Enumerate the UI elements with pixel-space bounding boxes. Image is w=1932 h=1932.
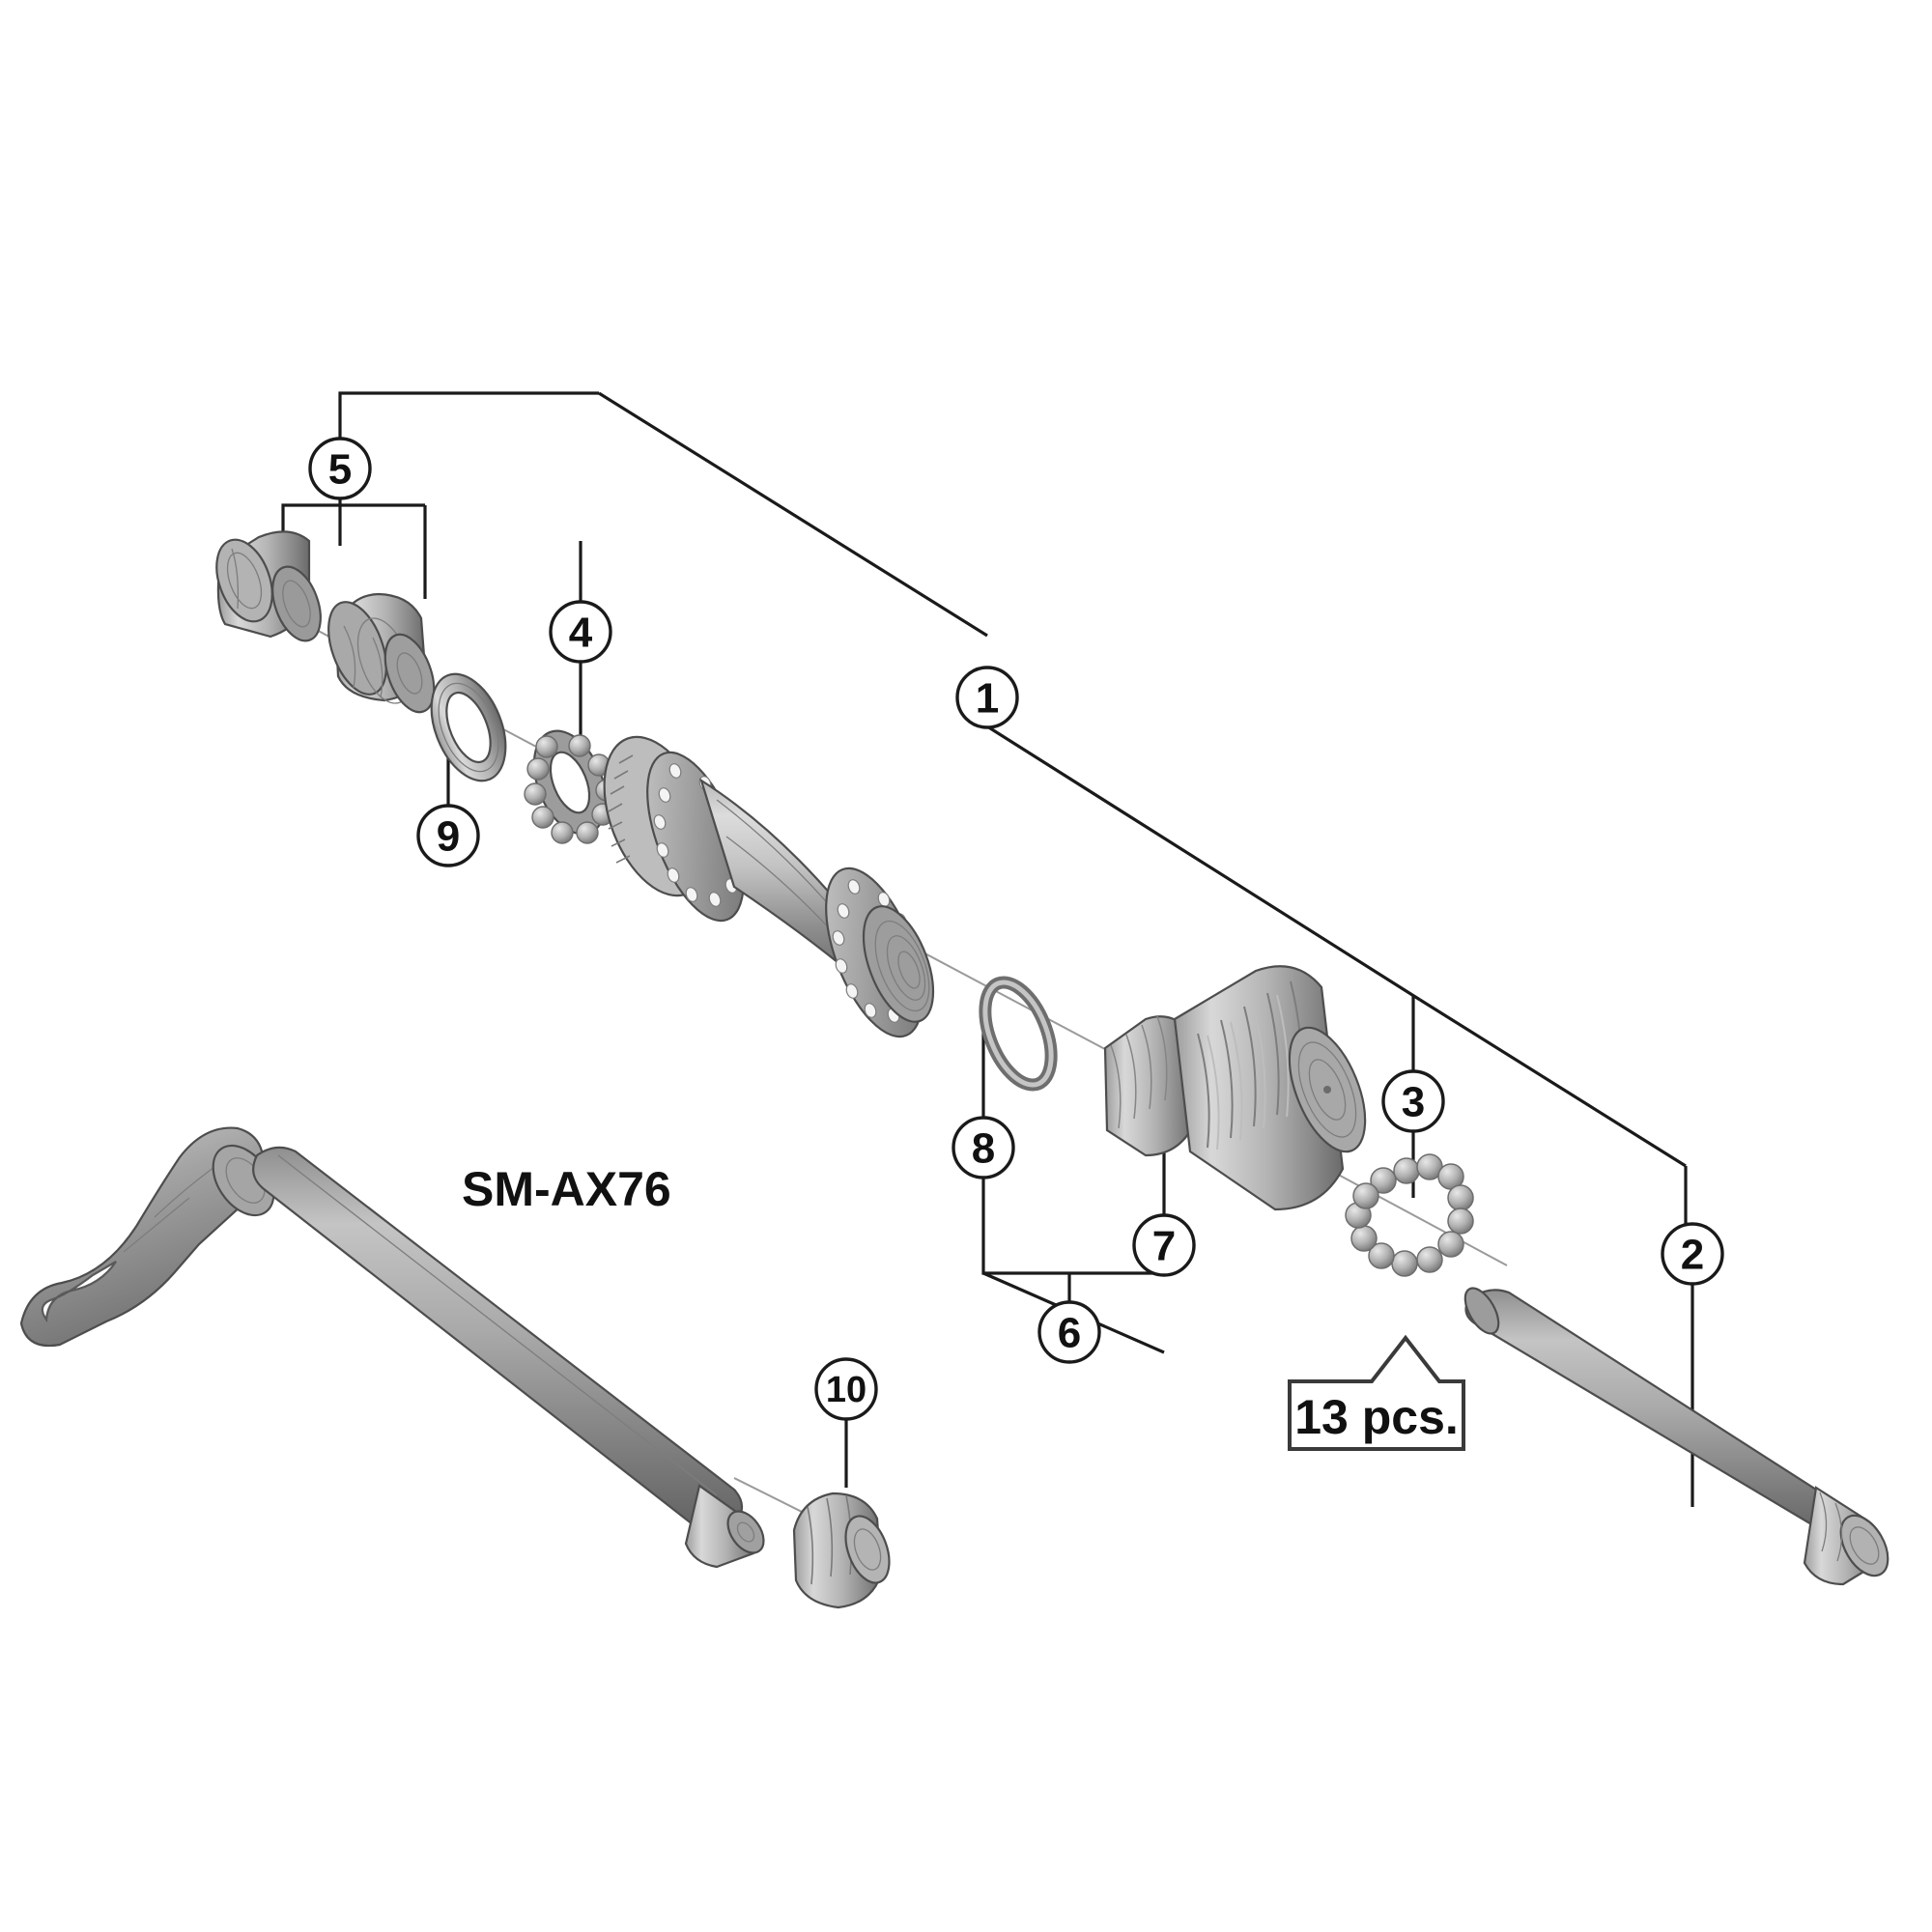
callout-2-number: 2 — [1681, 1232, 1704, 1279]
hub-axle-shaft — [1463, 1287, 1889, 1586]
axle-end-nut — [792, 1492, 891, 1609]
callout-4[interactable]: 4 — [549, 600, 612, 664]
product-model-label: SM-AX76 — [462, 1162, 671, 1216]
cone-dust-cap — [327, 592, 436, 714]
callout-6-number: 6 — [1058, 1310, 1081, 1357]
callout-5-number: 5 — [328, 446, 352, 494]
callout-9-number: 9 — [437, 813, 460, 861]
seal-ring — [430, 672, 507, 782]
callout-1-number: 1 — [976, 675, 999, 723]
callout-10-circle[interactable] — [814, 1357, 878, 1421]
hub-shell-body — [603, 735, 935, 1038]
ball-retainer-left — [524, 729, 618, 844]
thru-axle-skewer-lever — [19, 1126, 765, 1569]
callout-4-number: 4 — [569, 610, 593, 657]
callout-6-circle[interactable] — [1037, 1300, 1101, 1364]
pieces-count-badge: 13 pcs. — [1288, 1334, 1465, 1451]
callout-8-number: 8 — [972, 1125, 995, 1173]
callout-8-circle[interactable] — [952, 1116, 1015, 1179]
callout-2-circle[interactable] — [1661, 1222, 1724, 1286]
callout-9-circle[interactable] — [416, 804, 480, 867]
callout-1[interactable]: 1 — [955, 666, 1019, 729]
callout-7-circle[interactable] — [1132, 1213, 1196, 1277]
callout-balloons: 1 2 3 4 5 6 7 8 — [308, 437, 1724, 1421]
callout-5-circle[interactable] — [308, 437, 372, 500]
pieces-count-label: 13 pcs. — [1294, 1390, 1459, 1444]
callout-4-circle[interactable] — [549, 600, 612, 664]
callout-5[interactable]: 5 — [308, 437, 372, 500]
freehub-body — [1103, 965, 1367, 1211]
callout-1-circle[interactable] — [955, 666, 1019, 729]
callout-6[interactable]: 6 — [1037, 1300, 1101, 1364]
callout-9[interactable]: 9 — [416, 804, 480, 867]
callout-2[interactable]: 2 — [1661, 1222, 1724, 1286]
callout-7-number: 7 — [1152, 1223, 1176, 1270]
callout-3-number: 3 — [1402, 1079, 1425, 1126]
callout-7[interactable]: 7 — [1132, 1213, 1196, 1277]
loose-ball-bearings — [1345, 1153, 1474, 1277]
spacer-sleeve — [215, 530, 322, 642]
callout-8[interactable]: 8 — [952, 1116, 1015, 1179]
callout-3[interactable]: 3 — [1381, 1069, 1445, 1133]
o-ring — [979, 976, 1058, 1092]
callout-10-number: 10 — [826, 1370, 867, 1410]
callout-10[interactable]: 10 — [814, 1357, 878, 1421]
callout-3-circle[interactable] — [1381, 1069, 1445, 1133]
